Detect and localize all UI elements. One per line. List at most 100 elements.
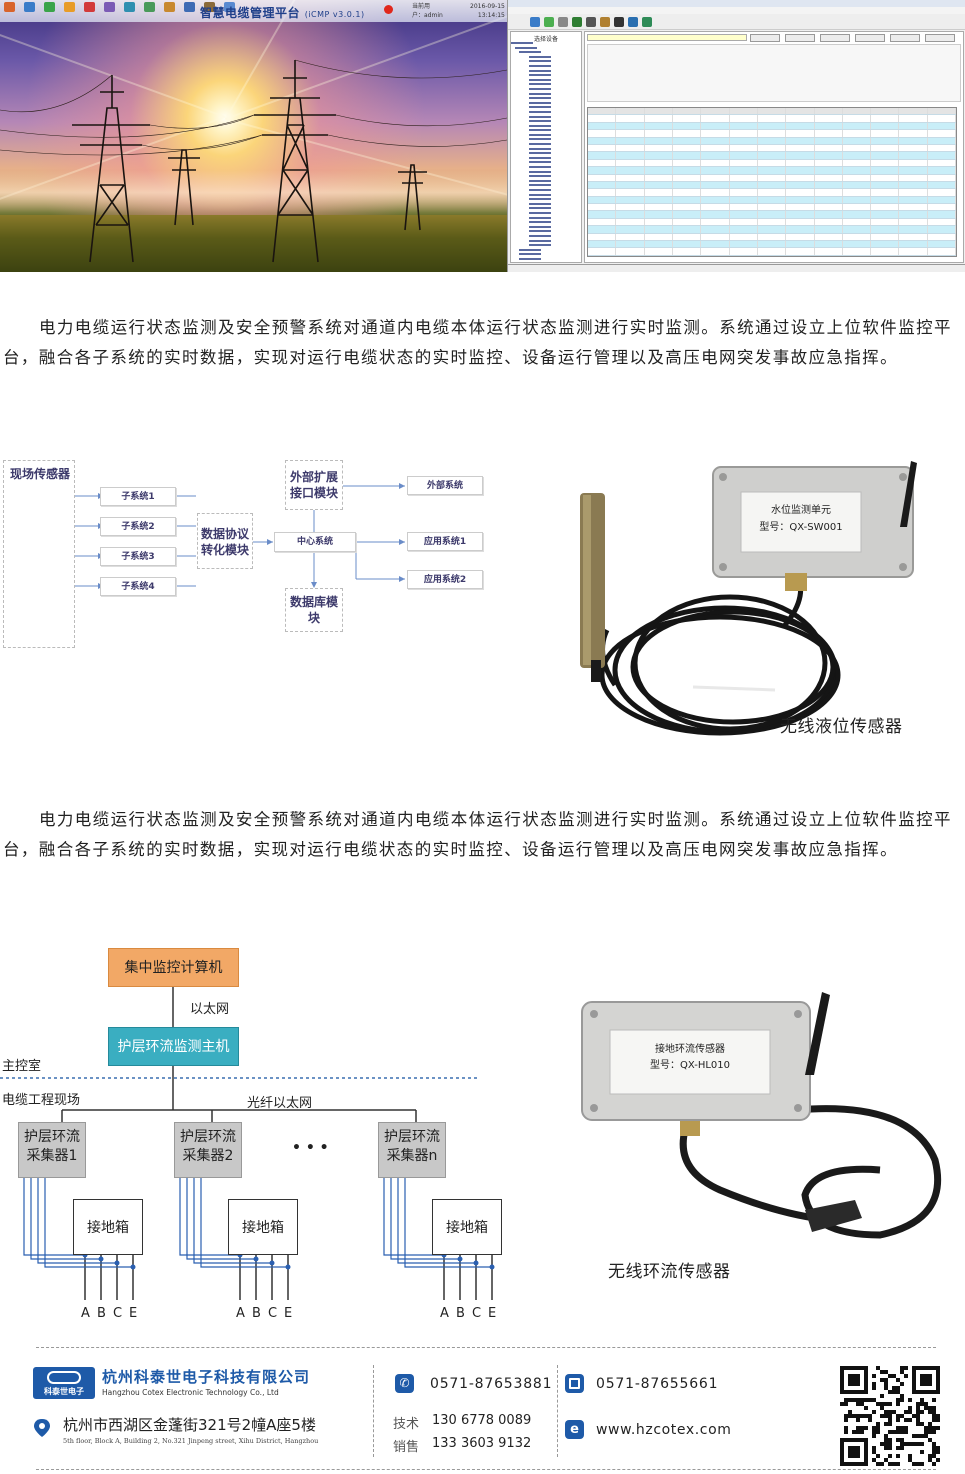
tree-node[interactable] <box>511 87 581 92</box>
grid-row[interactable] <box>588 181 956 190</box>
data-grid[interactable] <box>587 107 957 257</box>
grid-row[interactable] <box>588 226 956 234</box>
phase-label: A <box>236 1306 245 1321</box>
tree-node[interactable] <box>511 78 581 83</box>
screen-button[interactable] <box>820 34 850 42</box>
grid-row[interactable] <box>588 152 956 160</box>
data-panel <box>584 31 964 263</box>
tree-node[interactable] <box>511 105 581 110</box>
location-icon <box>34 1419 50 1437</box>
grid-row[interactable] <box>588 174 956 182</box>
grid-row[interactable] <box>588 189 956 197</box>
tools-icon[interactable] <box>164 2 175 12</box>
tree-node[interactable] <box>511 252 581 257</box>
tree-node[interactable] <box>511 137 581 142</box>
device-tree[interactable]: 选择设备 <box>510 31 582 263</box>
ground-box: 接地箱 <box>73 1199 143 1255</box>
tree-node[interactable] <box>511 165 581 170</box>
tree-node[interactable] <box>511 133 581 138</box>
home-icon[interactable] <box>4 2 15 12</box>
tree-node[interactable] <box>511 225 581 230</box>
tree-node[interactable] <box>511 73 581 78</box>
screen-button[interactable] <box>890 34 920 42</box>
tree-node[interactable] <box>511 64 581 69</box>
subsystem-box: 子系统3 <box>100 547 176 566</box>
tree-node[interactable] <box>511 234 581 239</box>
grid-row[interactable] <box>588 130 956 138</box>
tree-node[interactable] <box>511 257 581 262</box>
app-system-box: 应用系统2 <box>407 570 483 589</box>
grid-row[interactable] <box>588 204 956 212</box>
tree-node[interactable] <box>511 147 581 152</box>
chart-icon[interactable] <box>44 2 55 12</box>
screen-button[interactable] <box>855 34 885 42</box>
tree-node[interactable] <box>511 156 581 161</box>
grid-row[interactable] <box>588 122 956 131</box>
screen-button[interactable] <box>750 34 780 42</box>
grid-row[interactable] <box>588 211 956 219</box>
tree-node[interactable] <box>511 239 581 244</box>
report-icon[interactable] <box>124 2 135 12</box>
tree-node[interactable] <box>511 115 581 120</box>
tree-node[interactable] <box>511 151 581 156</box>
website-link[interactable]: www.hzcotex.com <box>596 1422 732 1438</box>
tree-node[interactable] <box>511 220 581 225</box>
tree-node[interactable] <box>511 142 581 147</box>
tree-node[interactable] <box>511 229 581 234</box>
tree-node[interactable] <box>511 69 581 74</box>
grid-row[interactable] <box>588 233 956 242</box>
tree-node[interactable] <box>511 92 581 97</box>
intro-paragraph-1: 电力电缆运行状态监测及安全预警系统对通道内电缆本体运行状态监测进行实时监测。系统… <box>3 318 952 367</box>
tree-node[interactable] <box>511 96 581 101</box>
rss-icon[interactable] <box>64 2 75 12</box>
tree-node[interactable] <box>511 197 581 202</box>
tree-node[interactable] <box>511 216 581 221</box>
grid-row[interactable] <box>588 115 956 123</box>
tree-node[interactable] <box>511 128 581 133</box>
database-icon[interactable] <box>204 2 215 12</box>
tree-node[interactable] <box>511 124 581 129</box>
query-options[interactable] <box>587 44 961 102</box>
grid-row[interactable] <box>588 137 956 145</box>
tree-node[interactable] <box>511 188 581 193</box>
tree-node[interactable] <box>511 110 581 115</box>
grid-row[interactable] <box>588 196 956 205</box>
tree-node[interactable] <box>511 55 581 60</box>
grid-row[interactable] <box>588 159 956 168</box>
tree-node[interactable] <box>511 41 581 46</box>
tree-node[interactable] <box>511 183 581 188</box>
tree-node[interactable] <box>511 243 581 248</box>
tree-node[interactable] <box>511 160 581 165</box>
tree-node[interactable] <box>511 206 581 211</box>
grid-header[interactable] <box>588 108 956 116</box>
tree-node[interactable] <box>511 211 581 216</box>
grid-row[interactable] <box>588 241 956 249</box>
tree-node[interactable] <box>511 179 581 184</box>
tree-node[interactable] <box>511 170 581 175</box>
alarm-icon[interactable] <box>84 2 95 12</box>
map-icon[interactable] <box>144 2 155 12</box>
tree-node[interactable] <box>511 202 581 207</box>
help-icon[interactable] <box>224 2 235 12</box>
tree-node[interactable] <box>511 59 581 64</box>
screen-button[interactable] <box>785 34 815 42</box>
grid-row[interactable] <box>588 218 956 227</box>
grid-row[interactable] <box>588 144 956 153</box>
footer-divider-bottom <box>36 1469 936 1470</box>
tree-node[interactable] <box>511 119 581 124</box>
tree-node[interactable] <box>511 46 581 51</box>
tree-node[interactable] <box>511 193 581 198</box>
grid-row[interactable] <box>588 167 956 175</box>
tree-node[interactable] <box>511 50 581 55</box>
monitor-icon[interactable] <box>24 2 35 12</box>
company-name: 杭州科泰世电子科技有限公司 <box>102 1368 311 1386</box>
grid-row[interactable] <box>588 248 956 256</box>
tree-node[interactable] <box>511 82 581 87</box>
screen-button[interactable] <box>925 34 955 42</box>
settings-icon[interactable] <box>104 2 115 12</box>
device-path-field[interactable] <box>587 34 747 41</box>
tree-node[interactable] <box>511 174 581 179</box>
user-icon[interactable] <box>184 2 195 12</box>
tree-node[interactable] <box>511 248 581 253</box>
tree-node[interactable] <box>511 101 581 106</box>
